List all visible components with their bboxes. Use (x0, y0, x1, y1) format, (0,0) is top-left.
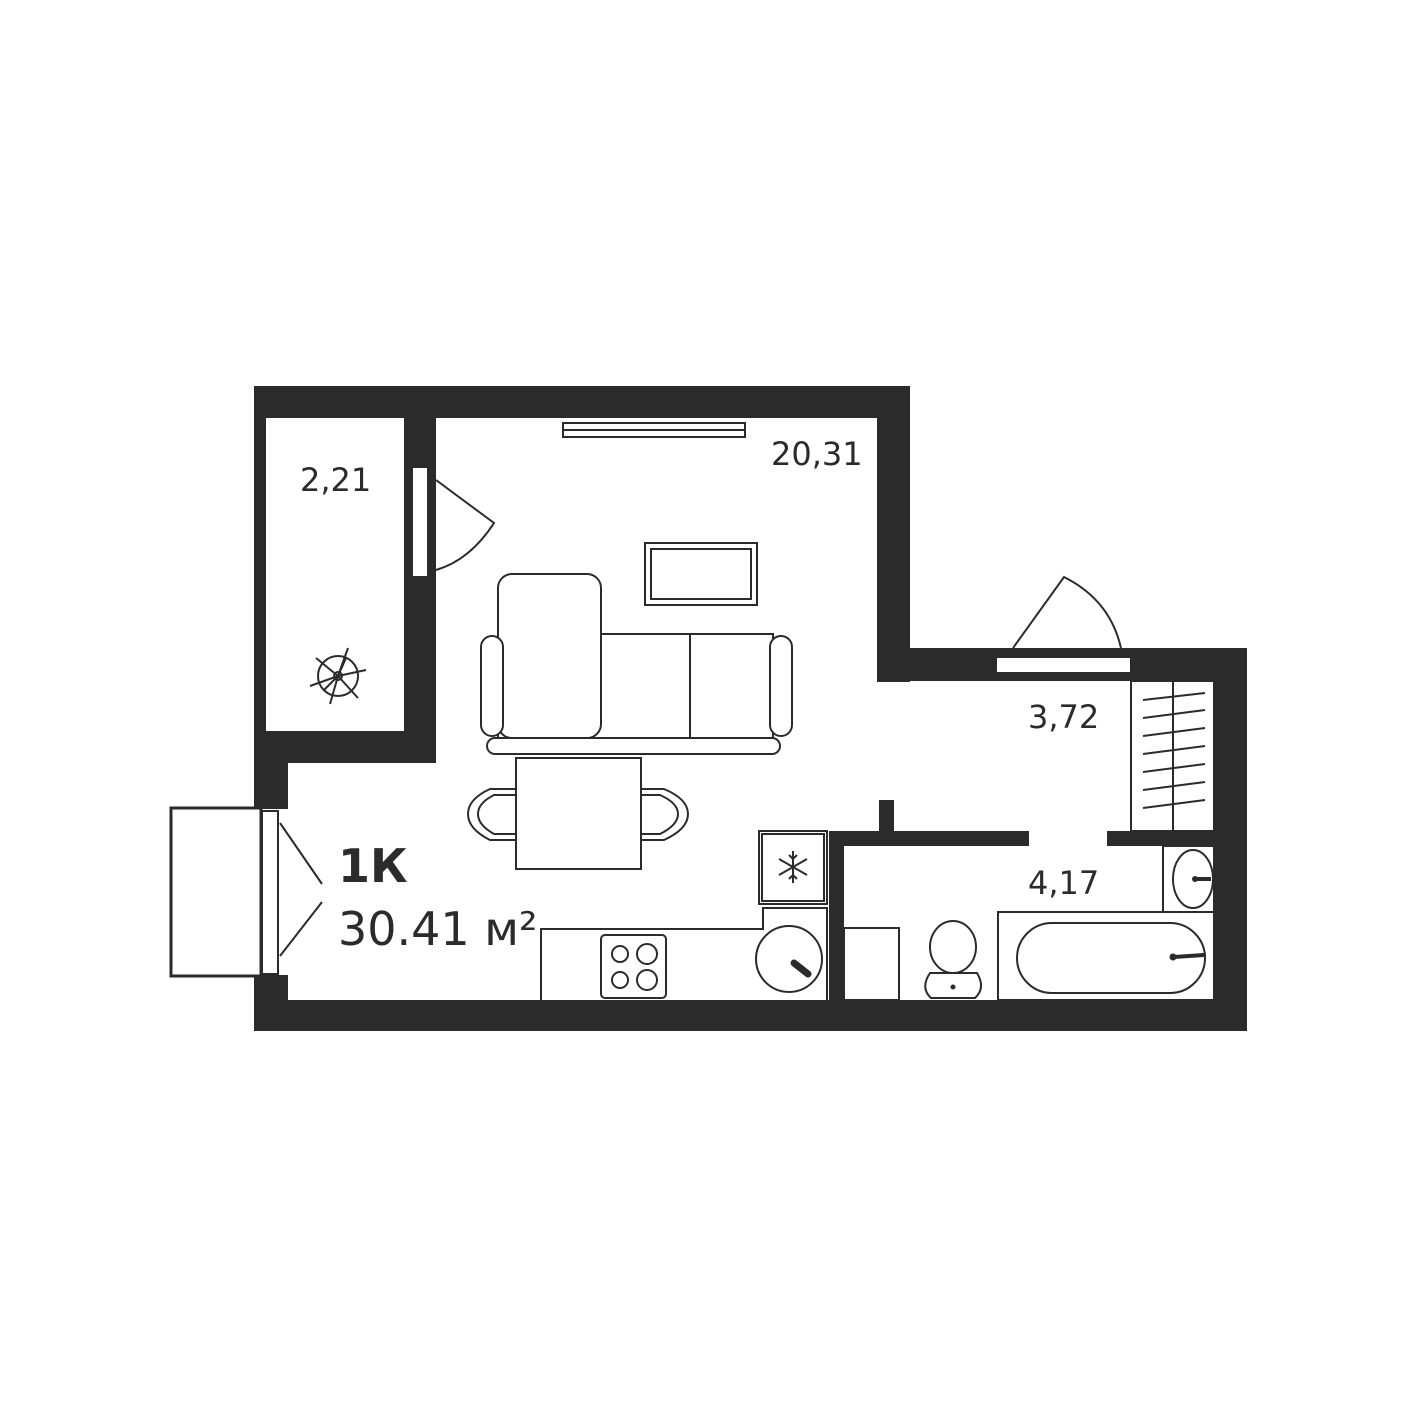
wall-top (254, 386, 910, 418)
left-window-swing-1 (279, 822, 323, 885)
shaft (843, 927, 900, 1001)
balcony-area: 2,21 (300, 461, 371, 499)
balcony-door-swing (435, 479, 496, 571)
wall-upper-right (877, 386, 910, 682)
wall-bath-left (829, 831, 844, 1001)
left-window-leaf (261, 810, 279, 975)
walls (254, 386, 1247, 1031)
wall-bath-left-top (829, 831, 1029, 846)
left-window-swing-2 (279, 901, 323, 957)
entrance-door-swing (1012, 575, 1122, 649)
toilet-icon (924, 920, 982, 999)
apartment-type: 1К (338, 839, 408, 893)
kitchen-counter (540, 830, 828, 1000)
fridge-icon (758, 830, 828, 905)
hall-area: 3,72 (1028, 698, 1099, 736)
bathroom-area: 4,17 (1028, 864, 1099, 902)
bathroom-fixtures (843, 845, 1215, 1001)
wall-balcony-left (254, 386, 266, 732)
sofa-icon (480, 573, 793, 755)
wall-right (1214, 648, 1247, 1031)
balcony-door-leaf (411, 466, 429, 578)
entrance-door-leaf (995, 656, 1132, 674)
bathtub-icon (997, 911, 1215, 1001)
fan-icon (309, 647, 367, 705)
wall-bottom (254, 1000, 1247, 1031)
tv-icon (644, 542, 758, 606)
washbasin-icon (1162, 845, 1215, 913)
wall-bath-right-top (1107, 831, 1214, 846)
kitchen-sink-icon (755, 925, 823, 993)
dining-table-icon (466, 757, 690, 870)
left-window-frame (169, 806, 263, 978)
snowflake-icon (778, 851, 808, 883)
total-area: 30.41 м² (338, 902, 537, 956)
wall-left-upper (254, 731, 288, 809)
windows-doors (169, 422, 1132, 978)
wall-bath-stub (879, 800, 894, 835)
living-area: 20,31 (771, 435, 863, 473)
stove-icon (600, 934, 667, 999)
wardrobe-icon (1130, 680, 1215, 832)
